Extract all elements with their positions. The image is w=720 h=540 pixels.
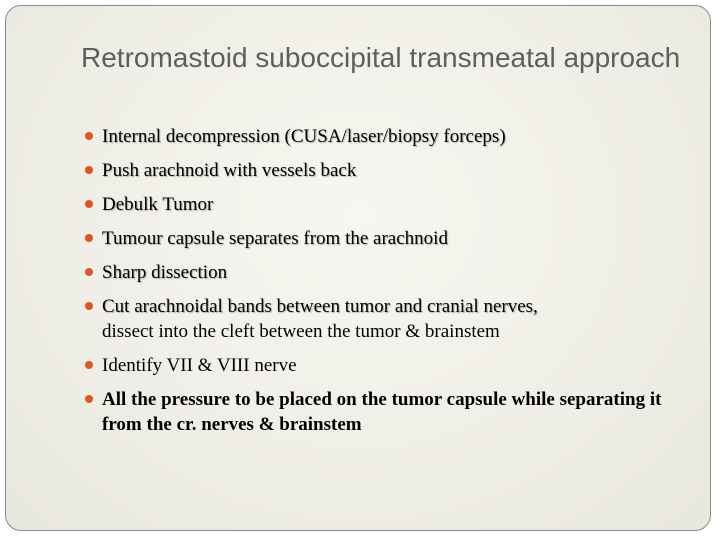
bullet-dot-icon [85, 166, 93, 174]
slide-title: Retromastoid suboccipital transmeatal ap… [81, 42, 681, 73]
list-item: All the pressure to be placed on the tum… [84, 387, 694, 437]
bullet-dot-icon [85, 268, 93, 276]
bullet-text: Identify VII & VIII nerve [102, 355, 297, 376]
list-item: Tumour capsule separates from the arachn… [84, 226, 694, 251]
list-item: Sharp dissection [84, 260, 694, 285]
list-item: Internal decompression (CUSA/laser/biops… [84, 124, 694, 149]
bullet-text: Push arachnoid with vessels back [102, 160, 357, 181]
bullet-text: Tumour capsule separates from the arachn… [102, 228, 448, 249]
list-item: Cut arachnoidal bands between tumor and … [84, 294, 694, 344]
bullet-text: Internal decompression (CUSA/laser/biops… [102, 126, 506, 147]
slide: Retromastoid suboccipital transmeatal ap… [5, 5, 711, 531]
bullet-continuation-text: dissect into the cleft between the tumor… [102, 321, 500, 342]
bullet-dot-icon [85, 302, 93, 310]
bullet-dot-icon [85, 132, 93, 140]
bullet-dot-icon [85, 395, 93, 403]
bullet-text: Debulk Tumor [102, 194, 214, 215]
bullet-dot-icon [85, 234, 93, 242]
bullet-list: Internal decompression (CUSA/laser/biops… [84, 124, 694, 446]
list-item: Identify VII & VIII nerve [84, 353, 694, 378]
bullet-text: Cut arachnoidal bands between tumor and … [102, 296, 538, 317]
bullet-dot-icon [85, 200, 93, 208]
bullet-text: All the pressure to be placed on the tum… [102, 389, 662, 435]
list-item: Debulk Tumor [84, 192, 694, 217]
bullet-dot-icon [85, 361, 93, 369]
list-item: Push arachnoid with vessels back [84, 158, 694, 183]
bullet-text: Sharp dissection [102, 262, 228, 283]
